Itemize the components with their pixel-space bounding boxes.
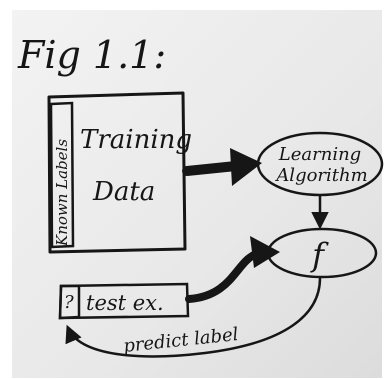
known-labels-text: Known Labels bbox=[53, 139, 71, 247]
learning-label: Learning bbox=[278, 144, 361, 165]
known-labels-strip bbox=[49, 101, 75, 249]
learning-algorithm-node: Learning Algorithm bbox=[256, 131, 384, 197]
test-example-label: test ex. bbox=[86, 291, 164, 315]
unknown-label-marker: ? bbox=[64, 292, 74, 313]
algorithm-label: Algorithm bbox=[274, 165, 367, 186]
data-label: Data bbox=[92, 177, 155, 207]
test-example-box: ? test ex. bbox=[58, 282, 190, 320]
figure-title: Fig 1.1: bbox=[17, 33, 166, 77]
training-to-algorithm-arrow bbox=[182, 148, 262, 186]
training-data-box: Known Labels Training Data bbox=[47, 91, 192, 254]
test-to-model-arrow bbox=[185, 236, 280, 303]
training-label: Training bbox=[80, 125, 192, 155]
unknown-label-cell bbox=[58, 284, 81, 320]
